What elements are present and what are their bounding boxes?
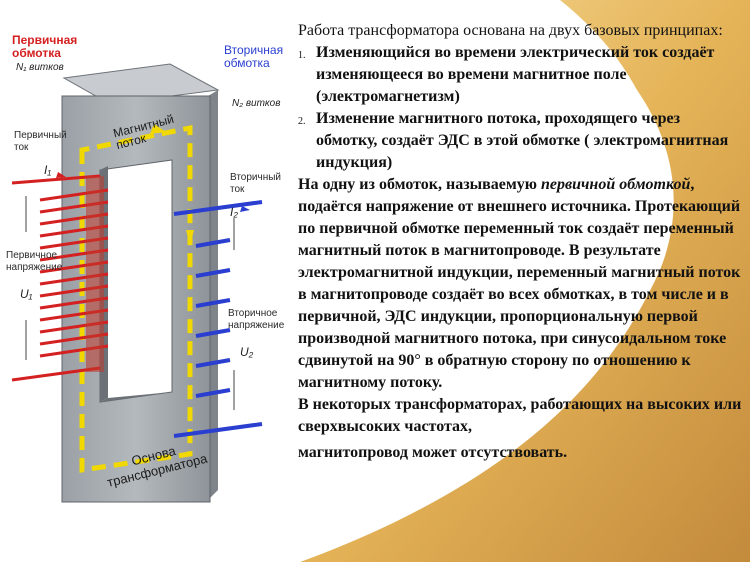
secondary-current-symbol: I₂ [230, 205, 238, 219]
primary-current-symbol: I₁ [44, 163, 52, 177]
primary-winding-label: Первичная обмотка [12, 33, 78, 60]
secondary-winding [173, 200, 263, 438]
para-rest: , подаётся напряжение от внешнего источн… [298, 176, 741, 391]
secondary-voltage-label: Вторичное напряжение [228, 308, 285, 331]
secondary-voltage-symbol: U₂ [240, 345, 254, 359]
description-panel: Работа трансформатора основана на двух б… [298, 20, 744, 464]
primary-voltage-symbol: U₁ [20, 287, 33, 301]
primary-voltage-label: Первичное напряжение [6, 250, 63, 273]
principle-number: 1. [298, 50, 306, 61]
principle-item: 2. Изменение магнитного потока, проходяще… [298, 108, 744, 174]
last-line: магнитопровод может отсутствовать. [298, 444, 568, 461]
principle-number: 2. [298, 116, 306, 127]
gold-swoosh [300, 0, 750, 562]
main-paragraph: На одну из обмоток, называемую первичной… [298, 174, 744, 394]
primary-coil-block [86, 176, 104, 372]
magnetic-flux-path [79, 124, 193, 473]
principles-list: 1. Изменяющийся во времени электрический … [298, 42, 744, 174]
intro-text: Работа трансформатора основана на двух б… [298, 22, 723, 39]
second-paragraph: В некоторых трансформаторах, работающих … [298, 396, 742, 435]
pointer-lines [25, 196, 235, 410]
primary-turns-label: N₁ витков [16, 62, 64, 73]
para-italic-term: первичной обмоткой [540, 176, 691, 193]
principle-text: Изменение магнитного потока, проходящего… [316, 110, 729, 171]
flux-arrow-right [186, 230, 194, 246]
principle-text: Изменяющийся во времени электрический то… [316, 44, 715, 105]
secondary-current-arrow [240, 206, 250, 212]
principle-item: 1. Изменяющийся во времени электрический … [298, 42, 744, 108]
para-start: На одну из обмоток, называемую [298, 176, 541, 193]
flux-arrow-top [150, 124, 166, 134]
secondary-winding-label: Вторичная обмотка [224, 43, 284, 70]
light-swoosh [290, 0, 664, 562]
primary-current-label: Первичный ток [14, 130, 67, 153]
secondary-current-label: Вторичный ток [230, 172, 282, 195]
secondary-turns-label: N₂ витков [232, 98, 281, 109]
primary-current-arrow [56, 172, 66, 178]
